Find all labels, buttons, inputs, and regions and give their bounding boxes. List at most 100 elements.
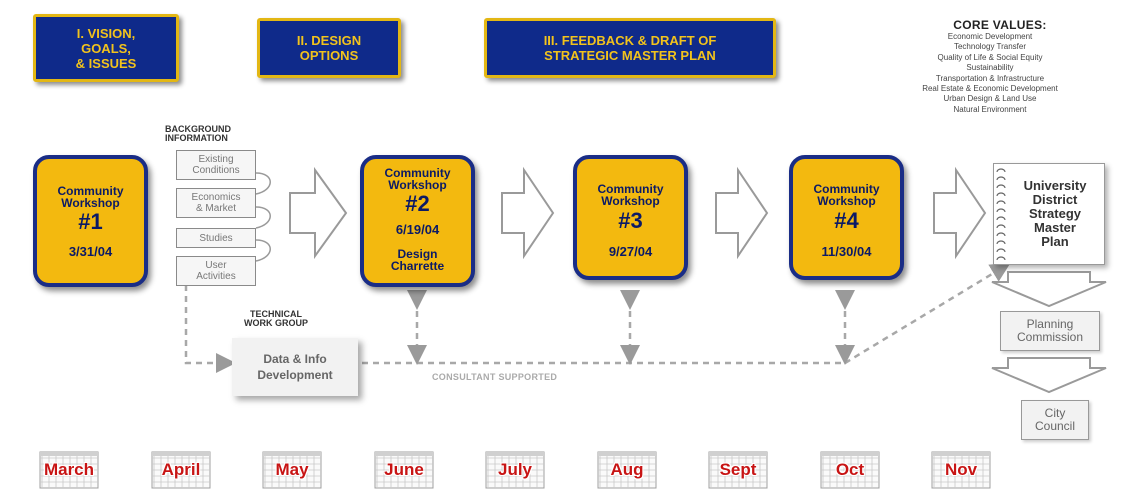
workshop-2-box: Community Workshop #2 6/19/04 Design Cha… [360, 155, 475, 287]
workshop-2-extra-1: Design [397, 247, 438, 261]
phase-3-line-1: III. FEEDBACK & DRAFT OF [543, 33, 717, 48]
workshop-4-date: 11/30/04 [821, 244, 872, 259]
calendar-icon [262, 451, 322, 489]
core-values-list: Economic Development Technology Transfer… [860, 32, 1120, 115]
workshop-2-number: #2 [405, 191, 430, 216]
phase-3-line-2: STRATEGIC MASTER PLAN [544, 48, 716, 63]
phase-2-line-2: OPTIONS [299, 48, 359, 63]
month-calendar-april: April [150, 448, 212, 490]
plan-line-5: Plan [1041, 234, 1069, 249]
background-info-title: BACKGROUND INFORMATION [165, 125, 285, 143]
calendar-icon [708, 451, 768, 489]
background-item-studies: Studies [176, 228, 256, 248]
workshop-2-title-1: Community [384, 166, 451, 180]
core-value-item: Urban Design & Land Use [943, 94, 1037, 104]
month-label: April [161, 460, 201, 479]
phase-1-line-1: I. VISION, [76, 25, 136, 41]
background-info-title-1: BACKGROUND [165, 124, 231, 134]
month-calendar-may: May [261, 448, 323, 490]
council-line-2: Council [1034, 419, 1076, 433]
month-label: May [275, 460, 309, 479]
down-arrow-1 [991, 271, 1107, 308]
phase-1-line-2: GOALS, [81, 40, 131, 56]
month-calendar-oct: Oct [819, 448, 881, 490]
phase-1-box: I. VISION, GOALS, & ISSUES [33, 14, 179, 82]
bg-item-line: Studies [199, 232, 233, 244]
bg-item-line: Activities [196, 271, 236, 282]
technical-title-1: TECHNICAL [250, 309, 302, 319]
planning-line-2: Commission [1016, 330, 1083, 344]
plan-line-3: Strategy [1028, 206, 1082, 221]
phase-2-box: II. DESIGN OPTIONS [257, 18, 401, 78]
workshop-3-date: 9/27/04 [608, 244, 653, 259]
workshop-4-number: #4 [834, 208, 859, 233]
council-line-1: City [1044, 406, 1066, 420]
workshop-2-title-2: Workshop [388, 178, 447, 192]
bg-item-line: Economics [191, 192, 241, 203]
month-label: June [384, 460, 424, 479]
background-item-economics-market: Economics& Market [176, 188, 256, 218]
down-arrow-2 [991, 357, 1107, 394]
data-box-line-2: Development [257, 368, 333, 382]
phase-2-line-1: II. DESIGN [296, 33, 362, 48]
workshop-2-extra-2: Charrette [390, 259, 445, 273]
month-calendar-june: June [373, 448, 435, 490]
workshop-4-title-1: Community [813, 182, 880, 196]
technical-title-2: WORK GROUP [244, 318, 308, 328]
month-calendar-july: July [484, 448, 546, 490]
master-plan-document: University District Strategy Master Plan [993, 163, 1105, 265]
bg-item-line: Conditions [192, 165, 240, 176]
month-label: Nov [944, 460, 978, 479]
month-calendar-sept: Sept [707, 448, 769, 490]
calendar-icon [485, 451, 545, 489]
month-calendar-nov: Nov [930, 448, 992, 490]
month-calendar-aug: Aug [596, 448, 658, 490]
process-arrow-2 [501, 166, 555, 260]
core-value-item: Sustainability [966, 63, 1014, 73]
plan-line-4: Master [1034, 220, 1076, 235]
workshop-3-box: Community Workshop #3 9/27/04 [573, 155, 688, 280]
process-arrow-1 [289, 166, 348, 260]
calendar-icon [931, 451, 991, 489]
data-info-development-box: Data & Info Development [232, 338, 358, 396]
data-box-line-1: Data & Info [263, 352, 327, 366]
bg-item-line: User [205, 260, 227, 271]
consultant-supported-label: CONSULTANT SUPPORTED [432, 372, 558, 382]
core-value-item: Economic Development [947, 32, 1033, 41]
calendar-icon [820, 451, 880, 489]
spiral-binding-icon [996, 168, 1006, 261]
process-arrow-4 [933, 166, 987, 260]
phase-3-box: III. FEEDBACK & DRAFT OF STRATEGIC MASTE… [484, 18, 776, 78]
calendar-icon [597, 451, 657, 489]
calendar-icon [151, 451, 211, 489]
workshop-1-title-2: Workshop [61, 196, 120, 210]
workshop-3-title-2: Workshop [601, 194, 660, 208]
core-value-item: Technology Transfer [953, 42, 1027, 52]
month-calendar-march: March [38, 448, 100, 490]
workshop-1-title-1: Community [57, 184, 124, 198]
core-value-item: Natural Environment [953, 104, 1027, 114]
month-label: Sept [719, 460, 757, 479]
calendar-icon [374, 451, 434, 489]
workshop-4-box: Community Workshop #4 11/30/04 [789, 155, 904, 280]
workshop-1-date: 3/31/04 [68, 244, 113, 259]
technical-work-group-title: TECHNICAL WORK GROUP [226, 310, 326, 328]
core-values-title: CORE VALUES: [953, 18, 1047, 32]
workshop-3-title-1: Community [597, 182, 664, 196]
process-arrows [289, 166, 1107, 394]
workshop-3-number: #3 [618, 208, 643, 233]
core-value-item: Transportation & Infrastructure [935, 73, 1045, 83]
workshop-2-date: 6/19/04 [395, 222, 440, 237]
process-arrow-3 [715, 166, 769, 260]
city-council-box: City Council [1021, 400, 1089, 440]
core-value-item: Quality of Life & Social Equity [937, 52, 1043, 62]
calendar-icon [39, 451, 99, 489]
month-label: March [43, 460, 95, 479]
core-value-item: Real Estate & Economic Development [922, 84, 1058, 94]
workshop-1-box: Community Workshop #1 3/31/04 [33, 155, 148, 287]
month-label: Aug [610, 460, 644, 479]
workshop-1-number: #1 [78, 209, 103, 234]
